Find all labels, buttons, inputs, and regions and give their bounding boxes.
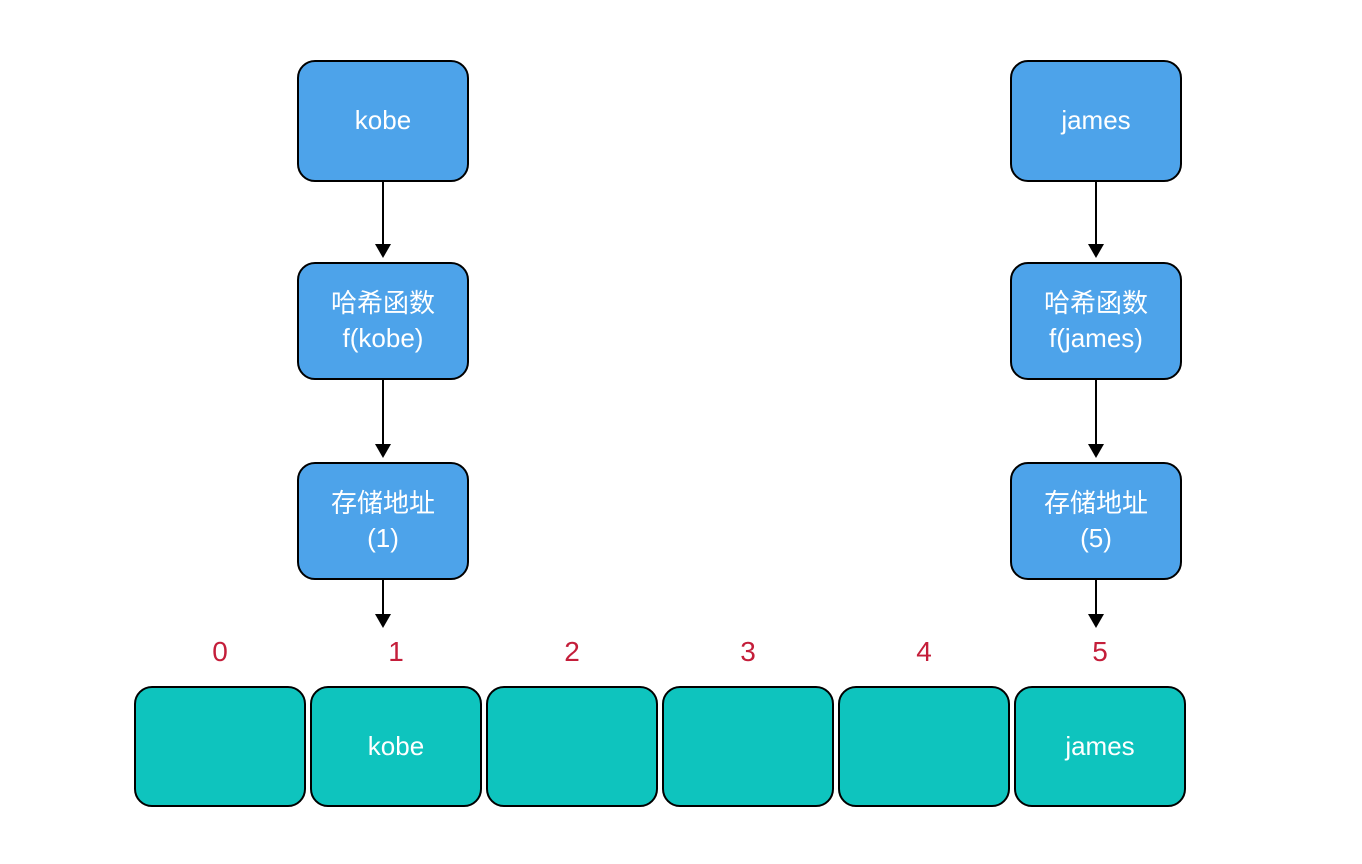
array-index-label-0: 0 [212, 636, 228, 667]
array-cell-5: james [1014, 686, 1186, 807]
storage-address-james-line1: 存储地址 [1043, 487, 1148, 518]
array-index-label-5: 5 [1092, 636, 1108, 667]
connector-hash-to-address-kobe [382, 380, 384, 444]
arrow-down-icon [375, 444, 391, 458]
hash-function-kobe-line1: 哈希函数 [330, 287, 435, 318]
array-cell-2 [486, 686, 658, 807]
array-cell-4 [838, 686, 1010, 807]
arrow-down-icon [1088, 614, 1104, 628]
connector-address-to-cell-1 [382, 580, 384, 614]
array-index-label-2: 2 [564, 636, 580, 667]
node-input-james-label: james [1061, 105, 1131, 136]
connector-james-to-hash [1095, 182, 1097, 244]
node-input-james: james [1010, 60, 1182, 182]
array-cell-3 [662, 686, 834, 807]
array-index-label-1: 1 [388, 636, 404, 667]
arrow-down-icon [375, 244, 391, 258]
array-index-label-3: 3 [740, 636, 756, 667]
array-cell-1-value: kobe [367, 731, 425, 761]
hash-function-james-line1: 哈希函数 [1043, 287, 1148, 318]
node-input-kobe: kobe [297, 60, 469, 182]
storage-address-james-line2: (5) [1080, 523, 1112, 553]
storage-address-kobe-line1: 存储地址 [330, 487, 435, 518]
array-cell-1: kobe [310, 686, 482, 807]
array-cell-0 [134, 686, 306, 807]
node-hash-function-kobe: 哈希函数 f(kobe) [297, 262, 469, 380]
arrow-down-icon [1088, 444, 1104, 458]
array-cell-5-value: james [1065, 731, 1135, 761]
hash-function-kobe-line2: f(kobe) [342, 323, 424, 353]
array-index-label-4: 4 [916, 636, 932, 667]
connector-address-to-cell-5 [1095, 580, 1097, 614]
storage-address-kobe-line2: (1) [367, 523, 399, 553]
arrow-down-icon [1088, 244, 1104, 258]
connector-kobe-to-hash [382, 182, 384, 244]
node-hash-function-james: 哈希函数 f(james) [1010, 262, 1182, 380]
arrow-down-icon [375, 614, 391, 628]
connector-hash-to-address-james [1095, 380, 1097, 444]
node-storage-address-kobe: 存储地址 (1) [297, 462, 469, 580]
node-input-kobe-label: kobe [354, 105, 412, 136]
hash-function-james-line2: f(james) [1049, 323, 1143, 353]
node-storage-address-james: 存储地址 (5) [1010, 462, 1182, 580]
